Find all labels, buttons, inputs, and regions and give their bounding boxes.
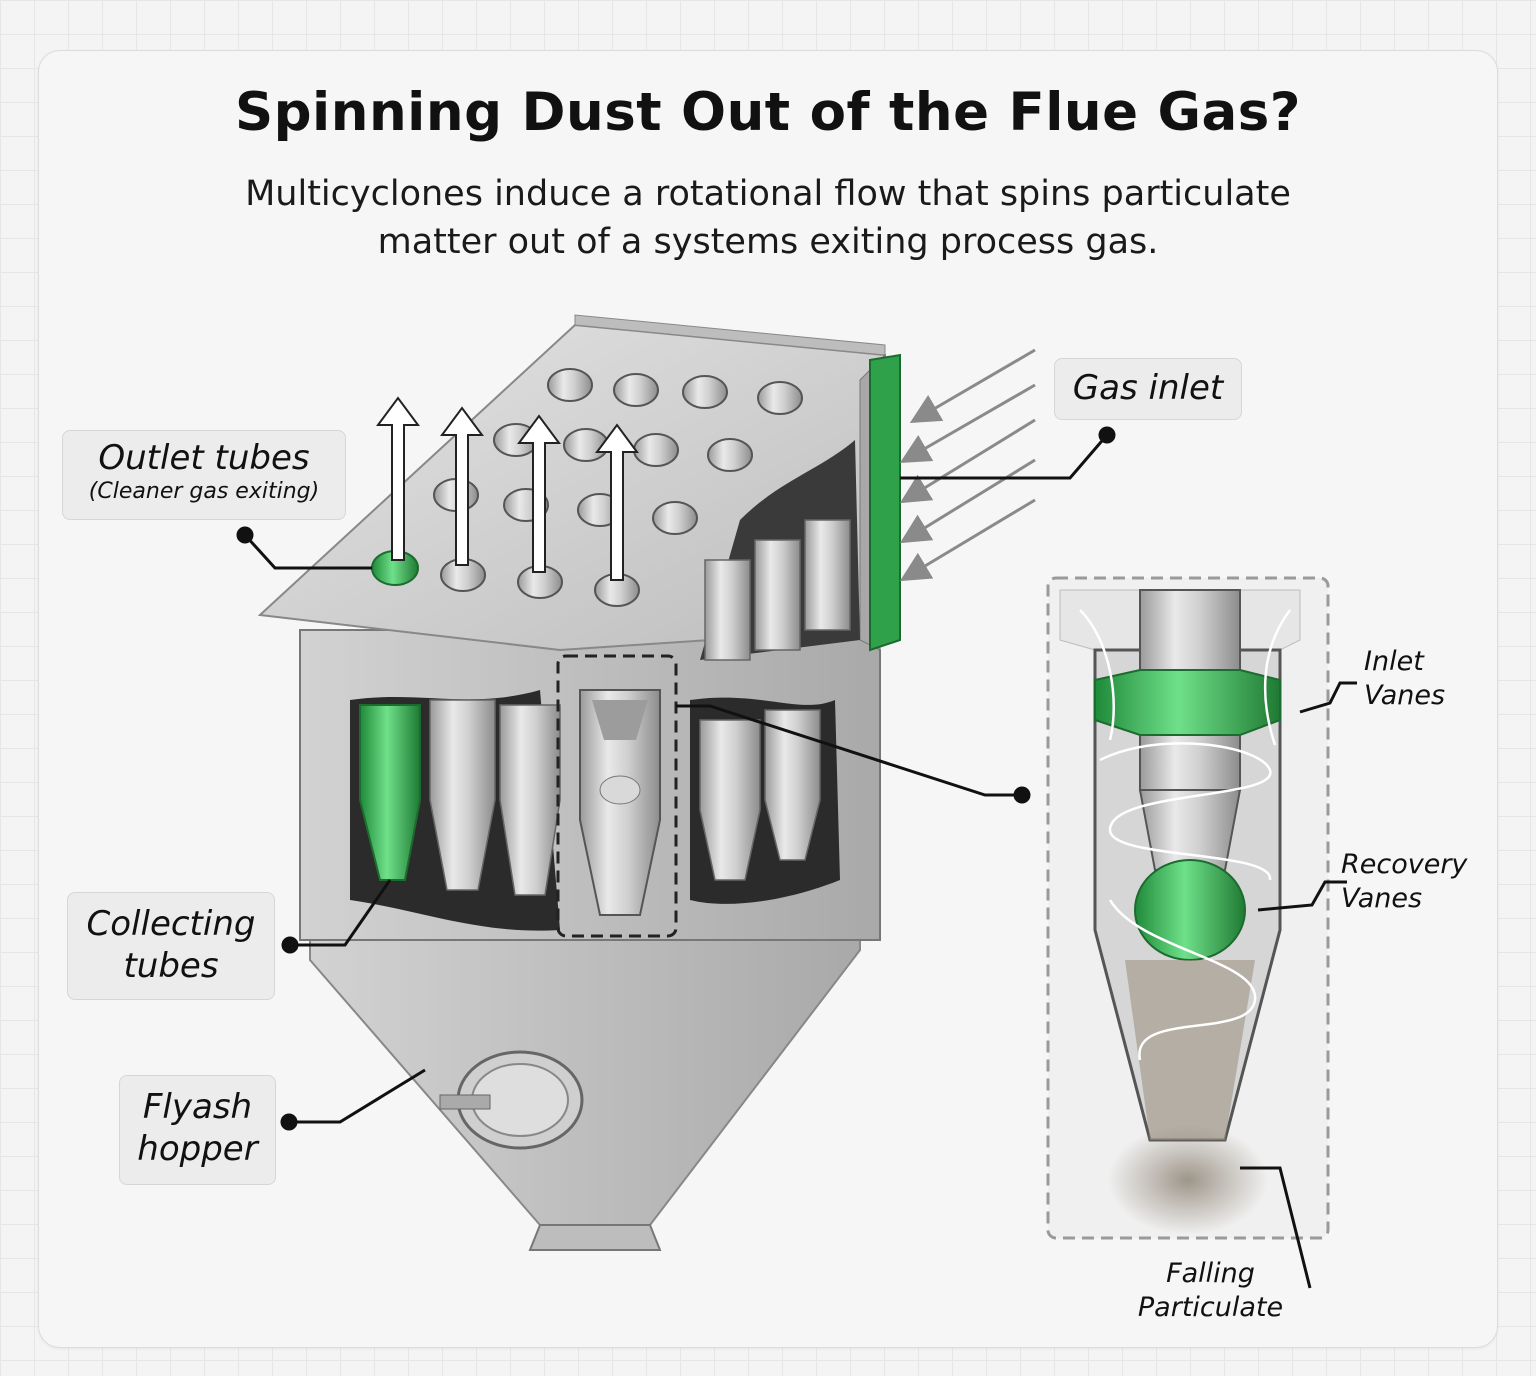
label-outlet-tubes: Outlet tubes (Cleaner gas exiting) — [62, 430, 346, 520]
flyash-hopper-body — [309, 939, 861, 1226]
subtitle-line-1: Multicyclones induce a rotational flow t… — [245, 174, 1291, 214]
exhaust-arrow — [376, 396, 420, 561]
label-flyash-hopper: Flyash hopper — [119, 1075, 276, 1185]
detail-falling-dust — [1108, 1125, 1268, 1235]
label-collecting-tubes-line2: tubes — [123, 946, 219, 986]
label-falling-particulate-line2: Particulate — [1137, 1292, 1284, 1323]
label-outlet-tubes-note: (Cleaner gas exiting) — [88, 479, 320, 504]
label-collecting-tubes: Collecting tubes — [67, 892, 275, 1000]
detail-swirl-lines — [1079, 609, 1292, 1061]
label-recovery-vanes-line2: Vanes — [1341, 883, 1423, 914]
collecting-tube — [699, 719, 761, 881]
multicyclone-unit — [257, 314, 1036, 1251]
gas-inlet-arrow — [909, 348, 1036, 424]
exhaust-arrow — [517, 414, 561, 573]
detail-inlet-vanes — [1094, 669, 1281, 736]
label-inlet-vanes: Inlet Vanes — [1364, 645, 1445, 713]
exhaust-arrow — [440, 406, 484, 566]
hopper-access-door — [439, 1050, 584, 1150]
exhaust-arrow — [595, 423, 639, 581]
gas-inlet-arrow — [899, 498, 1036, 582]
subtitle-line-2: matter out of a systems exiting process … — [377, 222, 1159, 262]
detail-callout-box — [556, 654, 678, 938]
cyclone-detail-panel — [1046, 576, 1330, 1240]
inlet-flange-green — [869, 353, 901, 652]
label-inlet-vanes-line1: Inlet — [1364, 646, 1424, 677]
label-flyash-hopper-line2: hopper — [137, 1129, 258, 1169]
gas-inlet-arrow — [899, 418, 1036, 504]
hopper-outlet-flange — [528, 1224, 662, 1251]
label-recovery-vanes-line1: Recovery — [1341, 849, 1468, 880]
collecting-tubes — [359, 689, 821, 916]
collecting-tube-green — [359, 704, 421, 881]
collecting-tube — [499, 704, 561, 896]
page-title: Spinning Dust Out of the Flue Gas? — [234, 82, 1302, 143]
page-subtitle: Multicyclones induce a rotational flow t… — [0, 170, 1536, 266]
label-collecting-tubes-line1: Collecting — [86, 904, 256, 944]
label-recovery-vanes: Recovery Vanes — [1341, 848, 1467, 916]
label-falling-particulate-line1: Falling — [1166, 1258, 1255, 1289]
gas-inlet-arrow — [899, 383, 1036, 463]
detail-vortex-finder-cone — [1138, 789, 1242, 871]
label-outlet-tubes-text: Outlet tubes — [98, 438, 310, 478]
label-gas-inlet: Gas inlet — [1054, 358, 1242, 420]
detail-recovery-vanes — [1134, 859, 1246, 961]
gas-inlet-arrow — [899, 458, 1036, 544]
label-flyash-hopper-line1: Flyash — [142, 1087, 253, 1127]
gas-inlet-arrows — [899, 348, 1036, 582]
exhaust-arrows — [376, 396, 639, 581]
collecting-tube — [764, 709, 821, 861]
label-falling-particulate: Falling Particulate — [1128, 1257, 1293, 1325]
collecting-tube — [429, 699, 496, 891]
leader-lines — [236, 426, 1357, 1289]
label-gas-inlet-text: Gas inlet — [1072, 368, 1224, 408]
label-inlet-vanes-line2: Vanes — [1364, 680, 1446, 711]
